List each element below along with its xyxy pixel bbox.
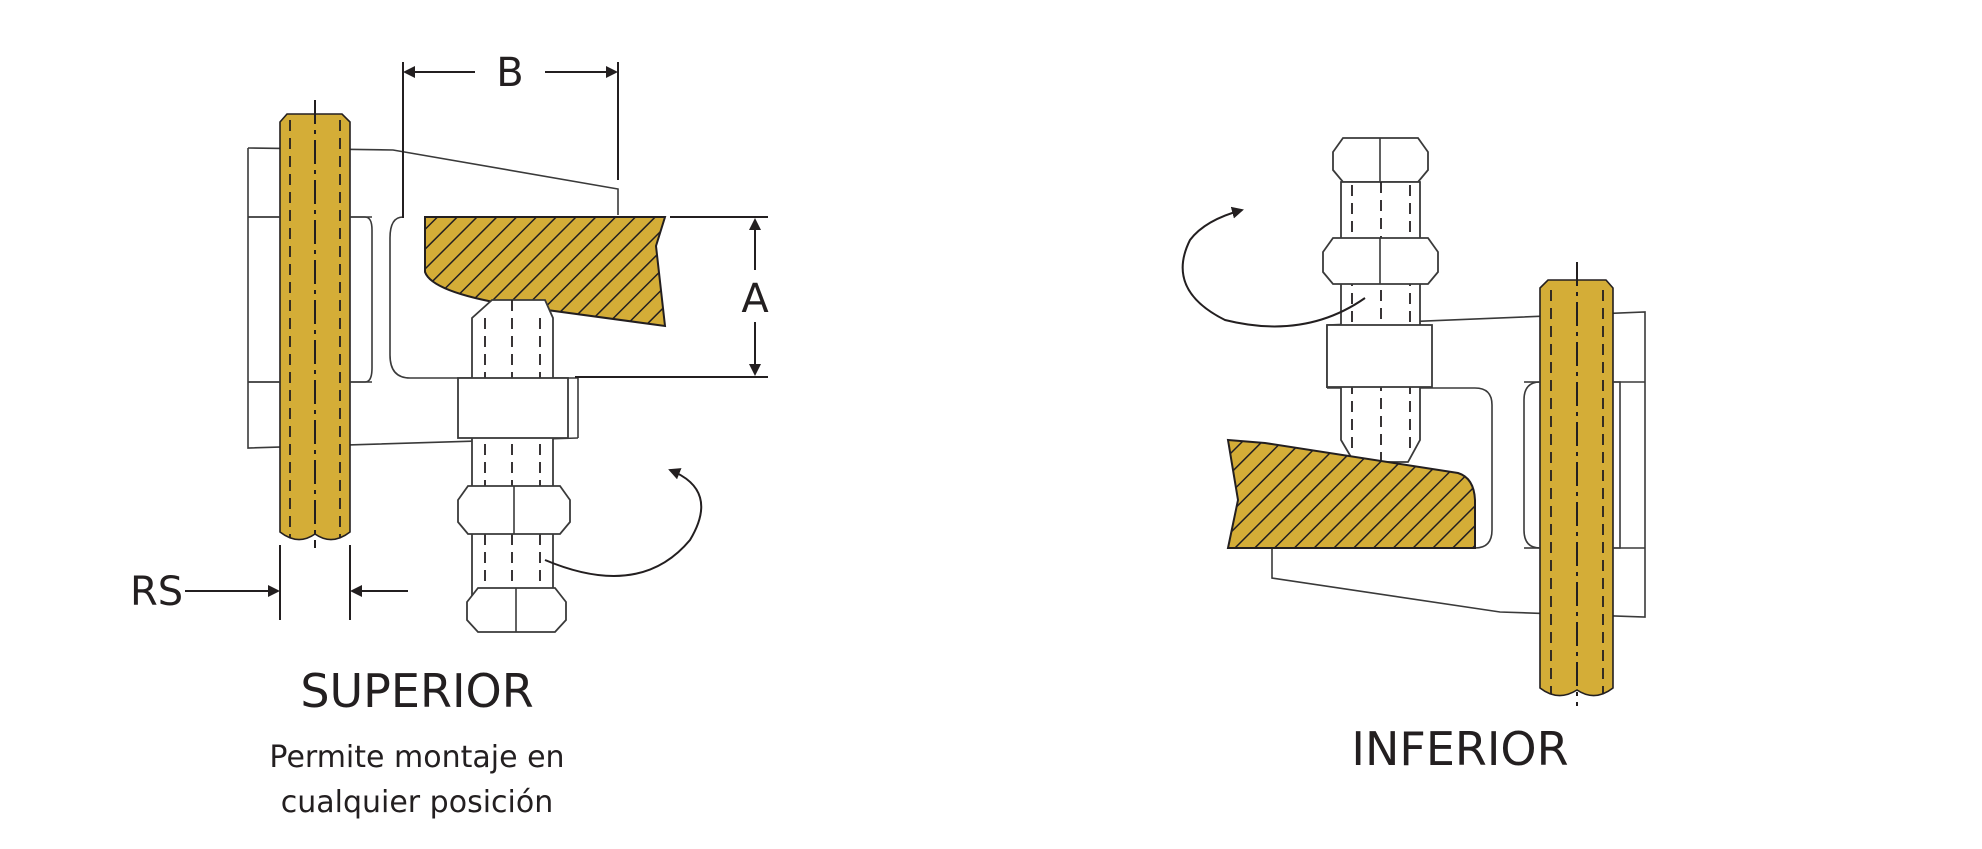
superior-set-screw (457, 299, 571, 633)
dim-b-label: B (496, 50, 523, 96)
dim-a-label: A (741, 276, 769, 322)
superior-beam-flange (424, 216, 667, 328)
superior-rotation-arrow-icon (544, 468, 703, 577)
superior-desc-line2: cualquier posición (281, 785, 554, 820)
dimension-rs: RS (130, 545, 408, 620)
dimension-b: B (402, 50, 619, 218)
inferior-clamp-assembly: INFERIOR (1181, 137, 1646, 776)
inferior-threaded-rod (1524, 262, 1645, 706)
dimension-a: A (575, 216, 769, 378)
superior-desc-line1: Permite montaje en (269, 740, 564, 775)
dim-rs-label: RS (130, 569, 183, 615)
inferior-set-screw (1322, 137, 1439, 463)
inferior-rotation-arrow-icon (1181, 206, 1366, 328)
inferior-title: INFERIOR (1351, 722, 1568, 776)
superior-title: SUPERIOR (300, 664, 533, 718)
inferior-beam-flange (1226, 438, 1476, 549)
superior-threaded-rod (248, 100, 372, 548)
superior-clamp-assembly: B A RS SUPERIOR Permite montaje en cualq… (130, 50, 769, 820)
